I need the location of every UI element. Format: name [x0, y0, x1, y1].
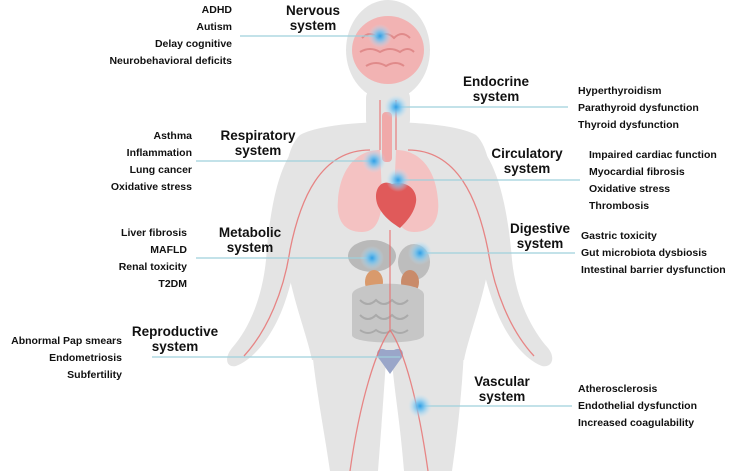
effect-item: Gastric toxicity	[581, 230, 657, 242]
vascular-system-effects: Atherosclerosis Endothelial dysfunction …	[578, 381, 736, 432]
effect-item: MAFLD	[150, 244, 187, 256]
circulatory-system-effects: Impaired cardiac function Myocardial fib…	[589, 147, 736, 215]
effect-item: Neurobehavioral deficits	[109, 55, 232, 67]
right-arm-shape	[472, 140, 553, 367]
effect-item: Atherosclerosis	[578, 383, 658, 395]
torso-shape	[283, 122, 493, 360]
uterus-shape	[377, 348, 403, 374]
effect-item: Oxidative stress	[589, 183, 671, 195]
effect-item: Inflammation	[126, 147, 192, 159]
effect-item: Subfertility	[67, 369, 122, 381]
effect-item: Parathyroid dysfunction	[578, 102, 699, 114]
left-arm-shape	[227, 140, 304, 367]
effect-item: Oxidative stress	[110, 181, 192, 193]
effect-item: Impaired cardiac function	[589, 149, 717, 161]
effect-item: Gut microbiota dysbiosis	[581, 247, 708, 259]
effect-item: Thrombosis	[589, 200, 650, 212]
connector-lines	[152, 35, 580, 407]
effect-item: Endothelial dysfunction	[578, 400, 698, 412]
effect-item: T2DM	[158, 278, 187, 290]
marker-brain	[368, 24, 392, 48]
digestive-system-effects: Gastric toxicity Gut microbiota dysbiosi…	[581, 228, 737, 279]
marker-thyroid	[384, 95, 408, 119]
effect-item: Intestinal barrier dysfunction	[581, 264, 726, 276]
effect-item: ADHD	[201, 4, 232, 16]
circulatory-system-title: Circulatory system	[491, 146, 563, 176]
digestive-system-title: Digestive system	[509, 221, 571, 251]
right-arm-vessel	[407, 149, 535, 357]
trachea-shape	[382, 112, 392, 162]
respiratory-system-title: Respiratory system	[220, 128, 296, 158]
aorta-line	[349, 230, 429, 471]
reproductive-system-title: Reproductive system	[131, 324, 219, 354]
organ-markers	[360, 24, 432, 418]
effect-item: Abnormal Pap smears	[11, 335, 122, 347]
marker-heart	[386, 168, 410, 192]
nervous-system-title: Nervous system	[285, 3, 341, 33]
heart-shape	[375, 182, 417, 228]
nervous-system-effects: ADHD Autism Delay cognitive Neurobehavio…	[60, 2, 232, 70]
intestine-loops	[359, 298, 409, 334]
marker-leg	[408, 394, 432, 418]
metabolic-system-title: Metabolic system	[218, 225, 282, 255]
metabolic-system-effects: Liver fibrosis MAFLD Renal toxicity T2DM	[80, 225, 187, 293]
effect-item: Liver fibrosis	[121, 227, 187, 239]
endocrine-system-effects: Hyperthyroidism Parathyroid dysfunction …	[578, 83, 736, 134]
effect-item: Renal toxicity	[118, 261, 187, 273]
effect-item: Myocardial fibrosis	[589, 166, 685, 178]
intestine-shape	[352, 283, 424, 343]
effect-item: Asthma	[153, 130, 192, 142]
endocrine-system-title: Endocrine system	[462, 74, 529, 104]
vascular-system-title: Vascular system	[474, 374, 530, 404]
effect-item: Thyroid dysfunction	[578, 119, 679, 131]
reproductive-system-effects: Abnormal Pap smears Endometriosis Subfer…	[2, 333, 122, 384]
respiratory-system-effects: Asthma Inflammation Lung cancer Oxidativ…	[60, 128, 192, 196]
effect-item: Delay cognitive	[154, 38, 232, 50]
marker-lung	[362, 149, 386, 173]
effect-item: Autism	[196, 21, 232, 33]
left-leg-shape	[312, 350, 386, 471]
effect-item: Increased coagulability	[578, 417, 695, 429]
effect-item: Endometriosis	[49, 352, 122, 364]
effect-item: Lung cancer	[129, 164, 192, 176]
marker-liver	[360, 246, 384, 270]
effect-item: Hyperthyroidism	[578, 85, 662, 97]
marker-stomach	[408, 241, 432, 265]
